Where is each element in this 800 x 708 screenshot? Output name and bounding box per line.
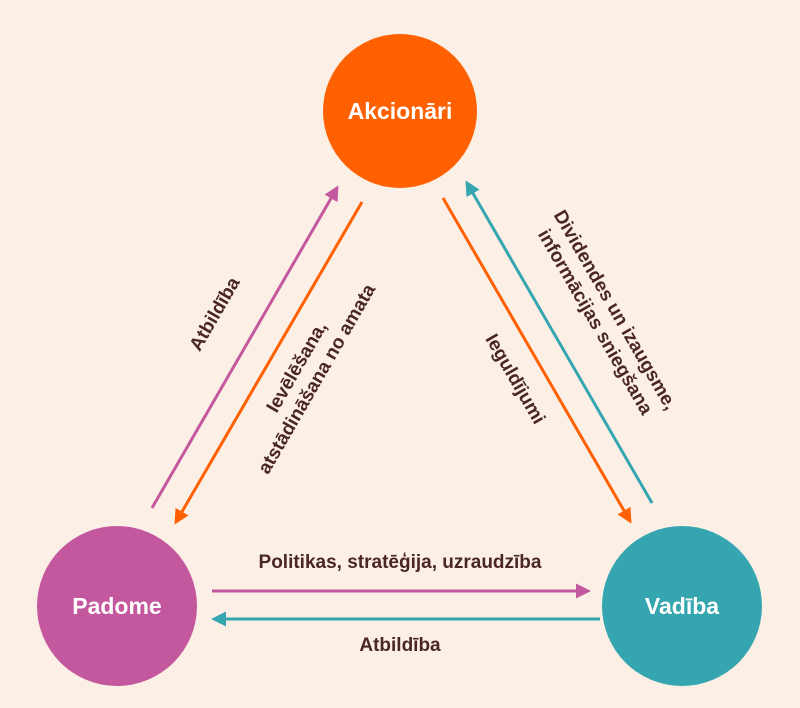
arrow-shareholders-to-board [174, 201, 364, 525]
node-management [602, 526, 762, 686]
node-management-label: Vadība [645, 593, 719, 619]
label-board-to-shareholders: Atbildība [186, 273, 245, 354]
label-shareholders-to-board-line2: atstādināšana no amata [254, 280, 380, 477]
node-board-label: Padome [72, 593, 161, 619]
label-management-to-board: Atbildība [359, 635, 441, 656]
label-management-to-shareholders-line1: Dividendes un izaugsme, [549, 207, 681, 414]
label-shareholders-to-management: Ieguldījumi [481, 331, 549, 428]
arrow-management-to-shareholders [465, 180, 654, 504]
node-board [37, 526, 197, 686]
arrow-shareholders-to-management [441, 197, 632, 524]
node-shareholders [323, 34, 477, 188]
arrow-board-to-shareholders [150, 185, 339, 509]
node-shareholders-label: Akcionāri [348, 98, 453, 124]
label-board-to-management: Politikas, stratēģija, uzraudzība [259, 552, 542, 573]
